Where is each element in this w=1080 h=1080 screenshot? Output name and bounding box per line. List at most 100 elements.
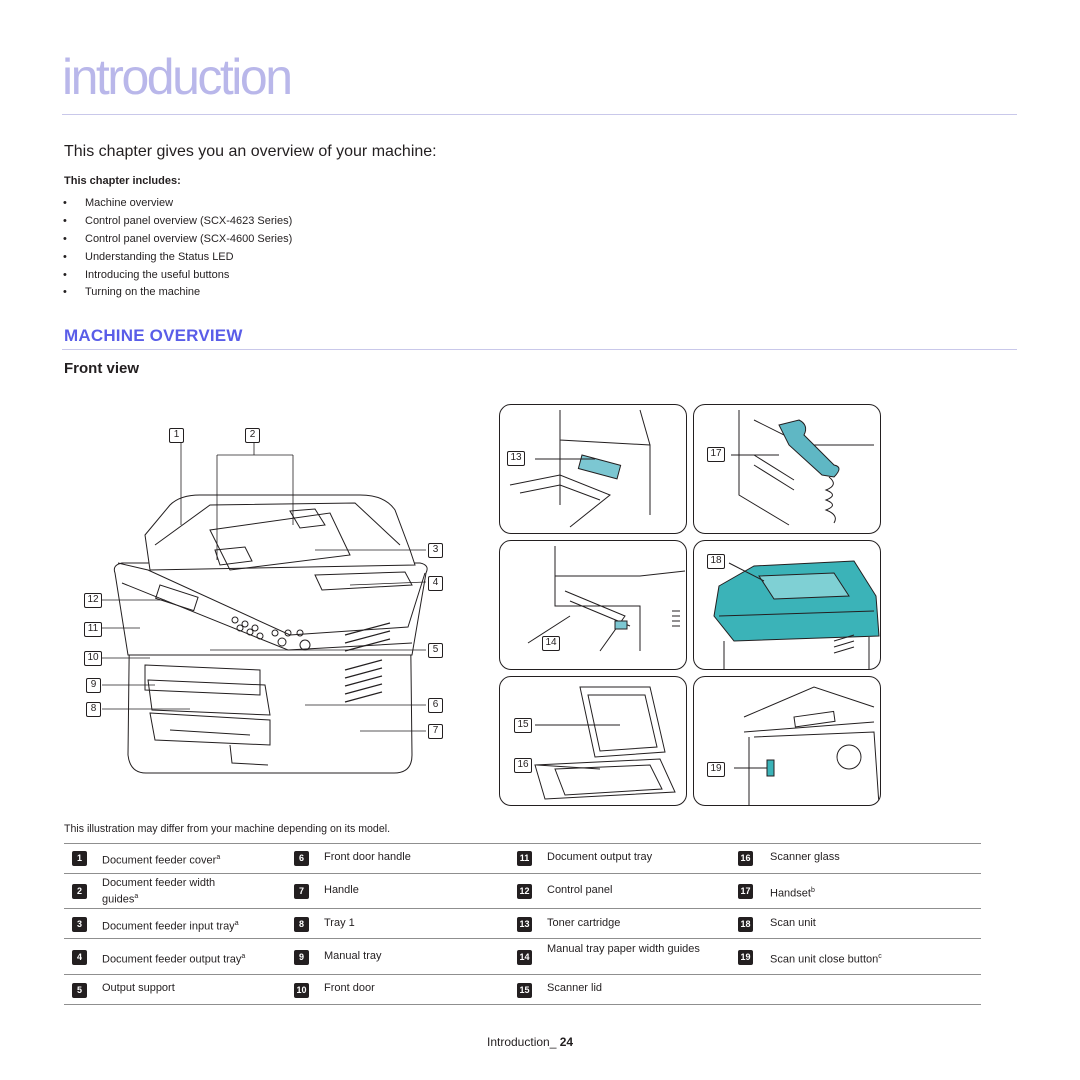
- legend-label: Tray 1: [324, 917, 355, 929]
- legend-item-13: 13 Toner cartridge: [509, 909, 731, 938]
- includes-link-machine-overview[interactable]: Machine overview: [85, 197, 174, 209]
- legend-row: 2 Document feeder width guidesa 7 Handle…: [64, 874, 981, 909]
- legend-label: Handset: [770, 887, 811, 900]
- section-title: MACHINE OVERVIEW: [64, 326, 243, 345]
- legend-item-14: 14 Manual tray paper width guides: [509, 939, 731, 974]
- callout-1: 1: [169, 428, 184, 443]
- legend-item-4: 4 Document feeder output traya: [64, 939, 286, 974]
- legend-number: 9: [294, 950, 309, 965]
- section-divider: [62, 349, 1017, 350]
- legend-label: Scan unit: [770, 917, 816, 929]
- footnote-marker: a: [241, 953, 246, 960]
- legend-row: 4 Document feeder output traya 9 Manual …: [64, 939, 981, 975]
- illustration-note: This illustration may differ from your m…: [64, 823, 391, 835]
- legend-row: 3 Document feeder input traya 8 Tray 1 1…: [64, 909, 981, 939]
- footnote-marker: a: [234, 920, 239, 927]
- callout-8: 8: [86, 702, 101, 717]
- includes-list: Machine overview Control panel overview …: [62, 195, 292, 302]
- footnote-marker: a: [134, 893, 139, 900]
- callout-3: 3: [428, 543, 443, 558]
- callout-16: 16: [514, 758, 532, 773]
- legend-number: 5: [72, 983, 87, 998]
- legend-number: 3: [72, 917, 87, 932]
- callout-10: 10: [84, 651, 102, 666]
- legend-row: 5 Output support 10 Front door 15 Scanne…: [64, 975, 981, 1005]
- legend-item-10: 10 Front door: [286, 975, 508, 1004]
- callout-19: 19: [707, 762, 725, 777]
- legend-label: Document output tray: [547, 851, 653, 863]
- manual-tray-illustration: [527, 546, 686, 652]
- callout-4: 4: [428, 576, 443, 591]
- callout-9: 9: [86, 678, 101, 693]
- includes-item[interactable]: Introducing the useful buttons: [62, 267, 292, 285]
- includes-link-status-led[interactable]: Understanding the Status LED: [85, 250, 234, 263]
- legend-number: 8: [294, 917, 309, 932]
- scan-close-button-illustration: [734, 686, 880, 805]
- legend-number: 13: [517, 917, 532, 932]
- detail-panel-scan-close: 19: [693, 676, 881, 806]
- includes-link-turning-on[interactable]: Turning on the machine: [85, 286, 201, 299]
- callout-17: 17: [707, 447, 725, 462]
- detail-panel-handset: 17: [693, 404, 881, 534]
- page-number: 24: [559, 1035, 574, 1049]
- legend-number: 12: [517, 884, 532, 899]
- callout-6: 6: [428, 698, 443, 713]
- handset-illustration: [731, 410, 874, 526]
- legend-number: 1: [72, 851, 87, 866]
- includes-item[interactable]: Control panel overview (SCX-4600 Series): [62, 231, 292, 249]
- includes-item[interactable]: Machine overview: [62, 195, 292, 213]
- footnote-marker: b: [810, 887, 815, 894]
- legend-number: 6: [294, 851, 309, 866]
- legend-item-15: 15 Scanner lid: [509, 975, 731, 1004]
- detail-panel-scanner-lid: 15 16: [499, 676, 687, 806]
- legend-label: Scanner lid: [547, 982, 603, 994]
- legend-number: 10: [294, 983, 309, 998]
- includes-link-control-panel-4600[interactable]: Control panel overview (SCX-4600 Series): [85, 232, 293, 245]
- legend-item-17: 17 Handsetb: [732, 874, 981, 908]
- legend-item-3: 3 Document feeder input traya: [64, 909, 286, 938]
- legend-item-18: 18 Scan unit: [732, 909, 981, 938]
- legend-number: 11: [517, 851, 532, 866]
- legend-item-8: 8 Tray 1: [286, 909, 508, 938]
- page-footer: Introduction_ 24: [487, 1035, 573, 1049]
- legend-top-border: [64, 843, 981, 844]
- toner-cartridge-illustration: [509, 409, 651, 528]
- legend-label: Control panel: [547, 884, 613, 896]
- legend-number: 7: [294, 884, 309, 899]
- footnote-marker: c: [878, 953, 882, 960]
- legend-number: 19: [738, 950, 753, 965]
- legend-item-6: 6 Front door handle: [286, 844, 508, 873]
- legend-item-11: 11 Document output tray: [509, 844, 731, 873]
- legend-item-5: 5 Output support: [64, 975, 286, 1004]
- legend-number: 18: [738, 917, 753, 932]
- scan-unit-illustration: [713, 560, 880, 669]
- page-title: introduction: [62, 49, 293, 105]
- legend-item-16: 16 Scanner glass: [732, 844, 981, 873]
- callout-7: 7: [428, 724, 443, 739]
- legend-label: Front door handle: [324, 851, 411, 863]
- legend-item-19: 19 Scan unit close buttonc: [732, 939, 981, 974]
- scanner-lid-illustration: [534, 686, 676, 800]
- includes-item[interactable]: Turning on the machine: [62, 284, 292, 302]
- legend-item-12: 12 Control panel: [509, 874, 731, 908]
- callout-11: 11: [84, 622, 102, 637]
- includes-item[interactable]: Understanding the Status LED: [62, 249, 292, 267]
- legend-label: Output support: [102, 982, 175, 994]
- includes-link-useful-buttons[interactable]: Introducing the useful buttons: [85, 268, 230, 281]
- footer-chapter: Introduction_: [487, 1035, 557, 1049]
- legend-number: 4: [72, 950, 87, 965]
- chapter-intro: This chapter gives you an overview of yo…: [64, 143, 437, 160]
- callout-15: 15: [514, 718, 532, 733]
- legend-label: Front door: [324, 982, 375, 994]
- includes-link-control-panel-4623[interactable]: Control panel overview (SCX-4623 Series): [85, 214, 293, 227]
- legend-label: Handle: [324, 884, 359, 896]
- callout-13: 13: [507, 451, 525, 466]
- detail-panel-scan-unit: 18: [693, 540, 881, 670]
- legend-label: Document feeder cover: [102, 854, 217, 867]
- legend-label: Document feeder input tray: [102, 920, 235, 933]
- legend-label: Scanner glass: [770, 851, 840, 863]
- legend-label: Manual tray paper width guides: [547, 943, 700, 955]
- includes-item[interactable]: Control panel overview (SCX-4623 Series): [62, 213, 292, 231]
- legend-label: Document feeder width guides: [102, 877, 216, 906]
- callout-14: 14: [542, 636, 560, 651]
